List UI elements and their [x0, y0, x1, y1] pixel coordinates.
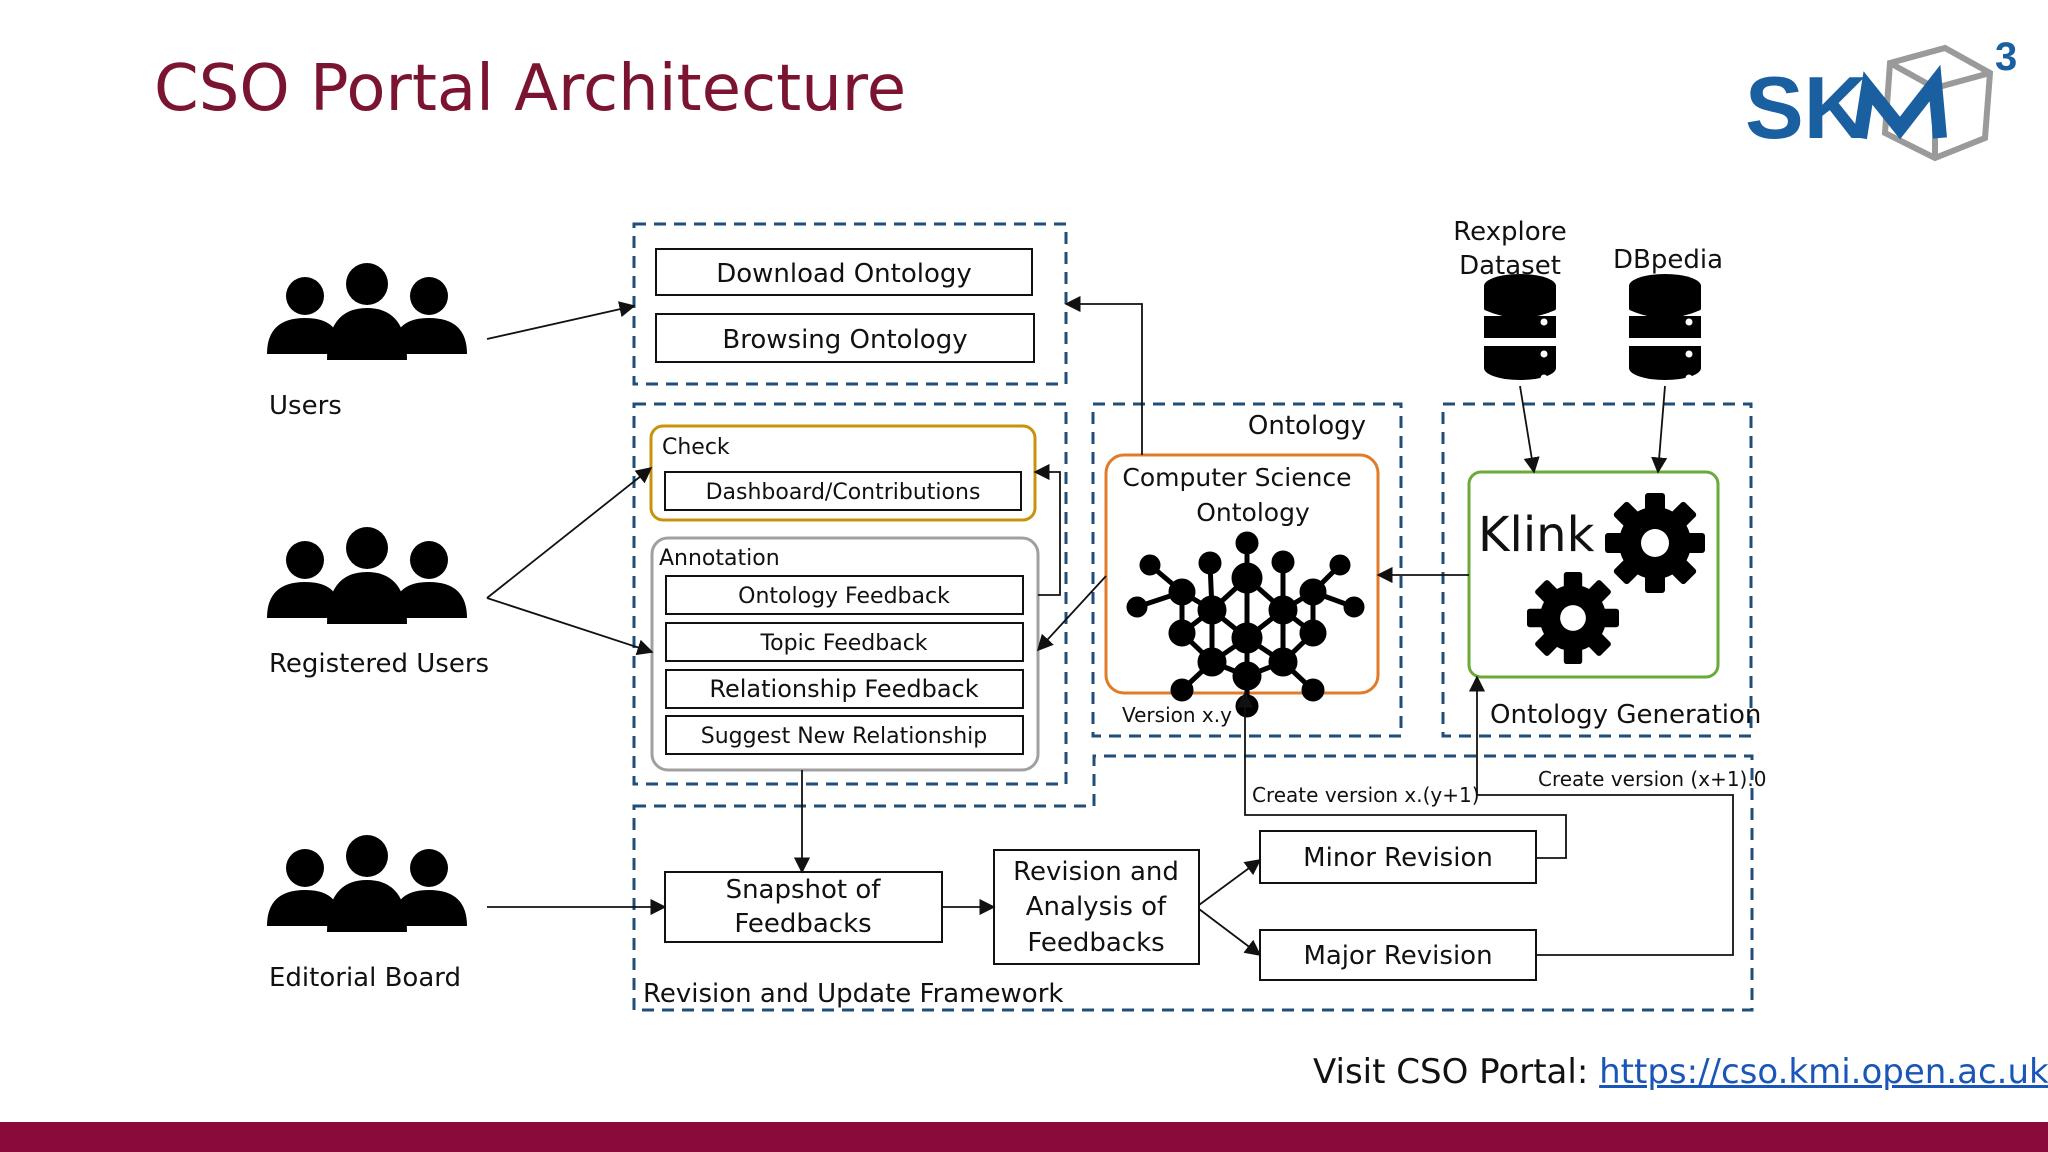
- editorial-board-group-icon: [267, 835, 467, 932]
- users-label: Users: [269, 391, 342, 421]
- annotation-label: Annotation: [659, 546, 780, 571]
- topic-feedback-box[interactable]: Topic Feedback: [665, 622, 1024, 662]
- topic-feedback-label: Topic Feedback: [759, 631, 927, 656]
- registered-users-label: Registered Users: [269, 649, 489, 679]
- suggest-relationship-box[interactable]: Suggest New Relationship: [665, 715, 1024, 755]
- snapshot-label-line2: Feedbacks: [734, 909, 871, 939]
- logo-m-icon: [1853, 64, 1947, 140]
- revision-analysis-box[interactable]: Revision and Analysis of Feedbacks: [993, 849, 1200, 965]
- registered-users-actor: Registered Users: [267, 527, 489, 679]
- logo-text: SK: [1745, 58, 1867, 157]
- ontology-section-label: Ontology: [1248, 411, 1366, 441]
- suggest-relationship-label: Suggest New Relationship: [701, 724, 987, 749]
- cs-ontology-title-line1: Computer Science: [1122, 463, 1351, 492]
- create-minor-label: Create version x.(y+1): [1252, 783, 1480, 807]
- registered-to-annotation-arrow: [486, 597, 654, 656]
- footer-bar: [0, 1122, 2048, 1152]
- rexplore-to-klink-arrow: [1519, 385, 1540, 474]
- dashboard-contributions-label: Dashboard/Contributions: [706, 480, 981, 505]
- analysis-to-major-arrow: [1198, 908, 1262, 956]
- users-actor: Users: [267, 263, 467, 421]
- skm3-logo: SK 3: [1745, 35, 2017, 162]
- ontology-generation-label: Ontology Generation: [1490, 700, 1761, 730]
- check-label: Check: [662, 435, 730, 460]
- browsing-ontology-label: Browsing Ontology: [722, 325, 967, 355]
- snapshot-feedbacks-box[interactable]: Snapshot of Feedbacks: [664, 871, 943, 943]
- revision-framework-container: [632, 754, 1754, 1012]
- slide-title: CSO Portal Architecture: [154, 52, 907, 126]
- download-ontology-label: Download Ontology: [716, 259, 972, 289]
- ontology-to-public-arrow: [1064, 295, 1143, 455]
- version-label: Version x.y: [1122, 703, 1232, 727]
- visit-portal-text: Visit CSO Portal: https://cso.kmi.open.a…: [1313, 1052, 2048, 1092]
- revision-framework-label: Revision and Update Framework: [643, 979, 1063, 1009]
- analysis-label-line2: Analysis of: [1026, 892, 1167, 922]
- annotation-to-check-connector: [1033, 463, 1061, 596]
- ontology-feedback-label: Ontology Feedback: [738, 584, 950, 609]
- visit-portal-label: Visit CSO Portal:: [1313, 1052, 1600, 1092]
- ontology-to-annotation-arrow: [1036, 575, 1107, 652]
- download-ontology-box[interactable]: Download Ontology: [655, 248, 1033, 296]
- dbpedia-database-icon: [1627, 272, 1703, 384]
- dbpedia-to-klink-arrow: [1651, 385, 1668, 474]
- major-revision-label: Major Revision: [1303, 941, 1492, 971]
- users-to-portal-arrow: [486, 301, 636, 340]
- gear-small-icon: [1527, 572, 1619, 664]
- minor-revision-label: Minor Revision: [1303, 843, 1493, 873]
- dbpedia-label: DBpedia: [1613, 245, 1723, 275]
- editorial-board-actor: Editorial Board: [267, 835, 467, 993]
- rexplore-label-line1: Rexplore: [1453, 217, 1567, 247]
- ontology-feedback-box[interactable]: Ontology Feedback: [665, 575, 1024, 615]
- registered-portal-container: [632, 402, 1068, 786]
- network-graph-icon: [1126, 531, 1365, 718]
- analysis-label-line1: Revision and: [1013, 857, 1179, 887]
- cs-ontology-title-line2: Ontology: [1196, 498, 1310, 527]
- browsing-ontology-box[interactable]: Browsing Ontology: [655, 313, 1035, 363]
- create-major-label: Create version (x+1).0: [1538, 767, 1766, 791]
- minor-to-ontology-arrow: [1236, 691, 1567, 859]
- editorial-board-label: Editorial Board: [269, 963, 461, 993]
- major-revision-box[interactable]: Major Revision: [1259, 929, 1537, 981]
- gear-large-icon: [1605, 493, 1705, 593]
- minor-revision-box[interactable]: Minor Revision: [1259, 830, 1537, 884]
- analysis-label-line3: Feedbacks: [1027, 928, 1164, 958]
- dashboard-contributions-box[interactable]: Dashboard/Contributions: [664, 471, 1022, 511]
- klink-label: Klink: [1478, 507, 1595, 563]
- relationship-feedback-label: Relationship Feedback: [709, 675, 978, 703]
- analysis-to-minor-arrow: [1198, 859, 1262, 906]
- major-to-klink-arrow: [1468, 675, 1734, 956]
- relationship-feedback-box[interactable]: Relationship Feedback: [665, 669, 1024, 709]
- logo-superscript: 3: [1995, 35, 2017, 79]
- cso-portal-link[interactable]: https://cso.kmi.open.ac.uk: [1599, 1052, 2048, 1092]
- rexplore-database-icon: [1482, 272, 1558, 384]
- registered-to-check-arrow: [486, 466, 653, 599]
- registered-users-group-icon: [267, 527, 467, 624]
- users-group-icon: [267, 263, 467, 360]
- snapshot-label-line1: Snapshot of: [726, 875, 882, 905]
